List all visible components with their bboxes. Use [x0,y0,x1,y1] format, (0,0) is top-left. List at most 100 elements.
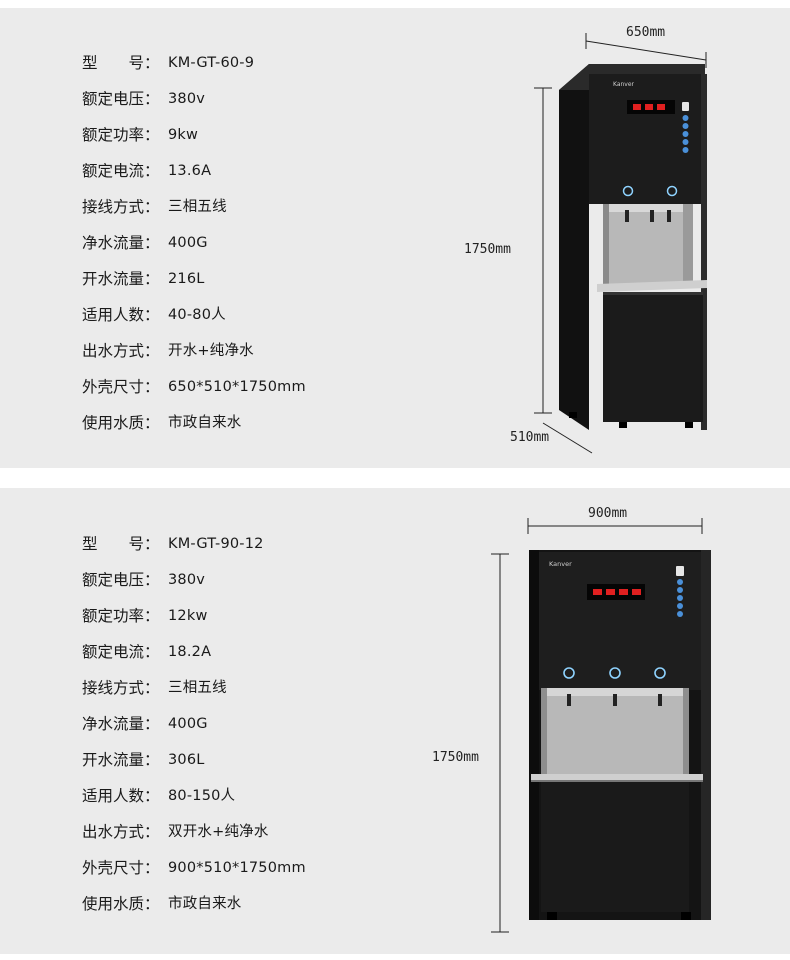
spec-value: KM-GT-90-12 [168,536,264,552]
spec-value: 650*510*1750mm [168,379,306,395]
spec-label: 外壳尺寸： [82,378,160,396]
product-panel-90-12: 型 号： KM-GT-90-12 额定电压： 380v 额定功率： 12kw 额定电流… [0,488,790,954]
tap-icon [658,694,662,706]
spec-row-model: 型 号： KM-GT-90-12 [82,526,306,562]
width-label: 650mm [626,25,666,40]
spec-row-pure-flow: 净水流量： 400G [82,225,306,261]
spec-value: 900*510*1750mm [168,860,306,876]
spec-label: 出水方式： [82,823,160,841]
control-buttons [682,102,689,153]
tap-icon [567,694,571,706]
foot [619,422,627,428]
spec-value: 400G [168,235,208,251]
spec-row-voltage: 额定电压： 380v [82,562,306,598]
spec-row-wiring: 接线方式： 三相五线 [82,670,306,706]
led-display [587,584,645,600]
brand-logo: Kanver [549,560,572,568]
spec-value: 市政自来水 [168,896,242,912]
spec-label: 额定电压： [82,90,160,108]
spec-label: 使用水质： [82,895,160,913]
tap-icon [613,694,617,706]
brand-logo: Kanver [613,81,635,88]
tap-icon [625,210,629,222]
faucet-indicator-icon [666,185,678,197]
spec-row-users: 适用人数： 40-80人 [82,297,306,333]
lower-cabinet [603,292,703,422]
spec-row-water-quality: 使用水质： 市政自来水 [82,405,306,441]
spec-row-users: 适用人数： 80-150人 [82,778,306,814]
spec-value: 18.2A [168,644,212,660]
spec-value: 80-150人 [168,788,236,804]
drip-tray [597,280,707,292]
spec-label: 额定功率： [82,607,160,625]
tap-icon [667,210,671,222]
spec-label: 型 号： [82,54,160,72]
spec-value: 306L [168,752,205,768]
height-label: 1750mm [432,750,479,765]
spec-label: 接线方式： [82,198,160,216]
spec-row-voltage: 额定电压：380v [82,81,306,117]
spec-label: 开水流量： [82,270,160,288]
water-dispenser-2-tap: Kanver [559,64,707,430]
spec-label: 开水流量： [82,751,160,769]
foot [569,412,577,418]
spec-label: 外壳尺寸： [82,859,160,877]
spec-row-current: 额定电流： 13.6A [82,153,306,189]
spec-value: 12kw [168,608,208,624]
spec-value: 市政自来水 [168,415,242,431]
spec-list: 型 号： KM-GT-60-9 额定电压：380v 额定功率： 9kw 额定电流： 1… [82,45,306,441]
spec-label: 型 号： [82,535,160,553]
dimension-lines [491,518,703,933]
cabinet-front [589,74,705,204]
spec-row-power: 额定功率： 12kw [82,598,306,634]
height-label: 1750mm [464,242,511,257]
spec-row-water-quality: 使用水质： 市政自来水 [82,886,306,922]
spec-label: 额定电压： [82,571,160,589]
water-dispenser-3-tap: Kanver [529,550,711,920]
spec-value: 三相五线 [168,680,227,696]
spec-list: 型 号： KM-GT-90-12 额定电压： 380v 额定功率： 12kw 额定电流… [82,526,306,922]
spec-row-size: 外壳尺寸： 900*510*1750mm [82,850,306,886]
spec-row-pure-flow: 净水流量： 400G [82,706,306,742]
spec-value: 380v [168,572,206,588]
foot [685,422,693,428]
spec-label: 适用人数： [82,787,160,805]
control-buttons [676,566,684,617]
spec-row-current: 额定电流： 18.2A [82,634,306,670]
spec-row-wiring: 接线方式：三相五线 [82,189,306,225]
steel-recess [603,204,693,284]
spec-row-boiling-flow: 开水流量： 216L [82,261,306,297]
spec-label: 额定电流： [82,643,160,661]
faucet-indicator-icon [654,667,666,679]
lower-cabinet [541,782,689,912]
faucet-indicator-icon [622,185,634,197]
spec-label: 适用人数： [82,306,160,324]
spec-row-outlet: 出水方式： 双开水+纯净水 [82,814,306,850]
tap-icon [650,210,654,222]
width-label: 900mm [588,506,628,521]
foot [681,912,691,920]
spec-value: 40-80人 [168,307,226,323]
spec-label: 额定电流： [82,162,160,180]
spec-label: 净水流量： [82,715,160,733]
spec-label: 额定功率： [82,126,160,144]
spec-value: KM-GT-60-9 [168,55,255,71]
spec-value: 9kw [168,127,199,143]
depth-label: 510mm [510,430,550,445]
spec-row-boiling-flow: 开水流量： 306L [82,742,306,778]
drip-tray [531,774,703,782]
spec-value: 双开水+纯净水 [168,824,269,840]
spec-label: 接线方式： [82,679,160,697]
spec-label: 净水流量： [82,234,160,252]
spec-label: 使用水质： [82,414,160,432]
spec-row-outlet: 出水方式：开水+纯净水 [82,333,306,369]
faucet-indicator-icon [563,667,575,679]
spec-value: 216L [168,271,205,287]
faucet-indicator-icon [609,667,621,679]
spec-row-power: 额定功率： 9kw [82,117,306,153]
spec-value: 400G [168,716,208,732]
cabinet-front [539,552,701,690]
width-dim-line [585,40,707,61]
depth-dim-line [542,422,593,454]
spec-value: 13.6A [168,163,212,179]
